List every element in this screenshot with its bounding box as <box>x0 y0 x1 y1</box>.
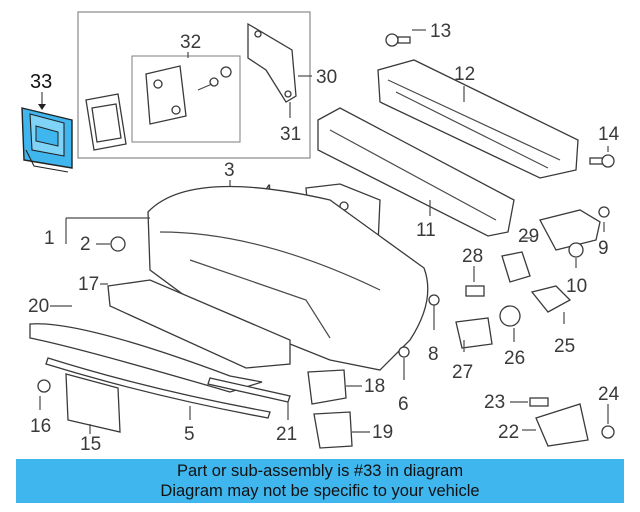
inset-box <box>77 11 311 159</box>
callout-12: 12 <box>454 64 475 85</box>
callout-27: 27 <box>452 362 473 383</box>
part-19 <box>313 411 353 449</box>
banner-line-2: Diagram may not be specific to your vehi… <box>160 482 480 500</box>
part-22 <box>535 403 589 447</box>
callout-14: 14 <box>598 124 620 145</box>
callout-31: 31 <box>280 124 301 145</box>
callout-30: 30 <box>316 67 337 88</box>
part-10 <box>568 242 584 258</box>
callout-2: 2 <box>80 234 91 255</box>
absorber-11 <box>317 107 515 237</box>
callout-5: 5 <box>184 424 195 445</box>
bracket-30 <box>247 22 297 103</box>
callout-16: 16 <box>30 416 51 437</box>
impact-bar-12 <box>377 59 579 179</box>
bolt-13 <box>385 33 411 47</box>
callout-20: 20 <box>28 296 49 317</box>
radar-bracket <box>145 65 232 125</box>
part-18 <box>307 369 347 405</box>
callout-29: 29 <box>518 226 539 247</box>
bumper-cover-1 <box>147 185 429 371</box>
part-9 <box>539 209 601 251</box>
callout-19: 19 <box>372 422 393 443</box>
part-23 <box>529 397 549 407</box>
clip-16 <box>37 379 51 393</box>
callout-25: 25 <box>554 336 575 357</box>
callout-24: 24 <box>598 384 620 405</box>
bolt-14 <box>589 154 615 168</box>
part-2 <box>110 236 126 252</box>
part-28 <box>465 285 485 297</box>
radar-module <box>85 93 127 151</box>
part-33-highlighted[interactable] <box>21 107 73 173</box>
callout-23: 23 <box>484 392 505 413</box>
inset-sub-box <box>131 55 241 143</box>
callout-8: 8 <box>428 344 439 365</box>
banner-line-1: Part or sub-assembly is #33 in diagram <box>176 462 464 480</box>
callout-15: 15 <box>80 434 101 455</box>
plate-bracket-15 <box>65 373 121 433</box>
callout-13: 13 <box>430 21 451 42</box>
clip-24 <box>601 425 615 439</box>
callout-11: 11 <box>416 220 436 241</box>
callout-26: 26 <box>504 348 525 369</box>
callout-18: 18 <box>364 376 385 397</box>
info-banner: Part or sub-assembly is #33 in diagram D… <box>16 459 624 503</box>
callout-22: 22 <box>498 422 519 443</box>
callout-1: 1 <box>44 228 55 249</box>
bolt-6 <box>398 346 410 380</box>
callout-21: 21 <box>276 424 297 445</box>
callout-6: 6 <box>398 394 409 415</box>
callout-3: 3 <box>224 160 235 181</box>
callout-10: 10 <box>566 276 587 297</box>
strip-5 <box>45 357 271 419</box>
parts-diagram: 33 32 30 31 13 12 14 <box>21 11 620 455</box>
sensor-27 <box>455 317 493 349</box>
bolt-8 <box>428 294 440 330</box>
callout-17: 17 <box>78 274 99 295</box>
callout-32: 32 <box>180 32 201 53</box>
callout-28: 28 <box>462 246 483 267</box>
sensor-26 <box>499 305 521 327</box>
part-29 <box>501 251 531 283</box>
sensor-25 <box>530 285 572 313</box>
clip-9 <box>598 206 610 218</box>
callout-33: 33 <box>30 71 52 93</box>
callout-9: 9 <box>598 238 609 259</box>
grille-17 <box>107 279 291 369</box>
arrow-33 <box>38 104 46 110</box>
